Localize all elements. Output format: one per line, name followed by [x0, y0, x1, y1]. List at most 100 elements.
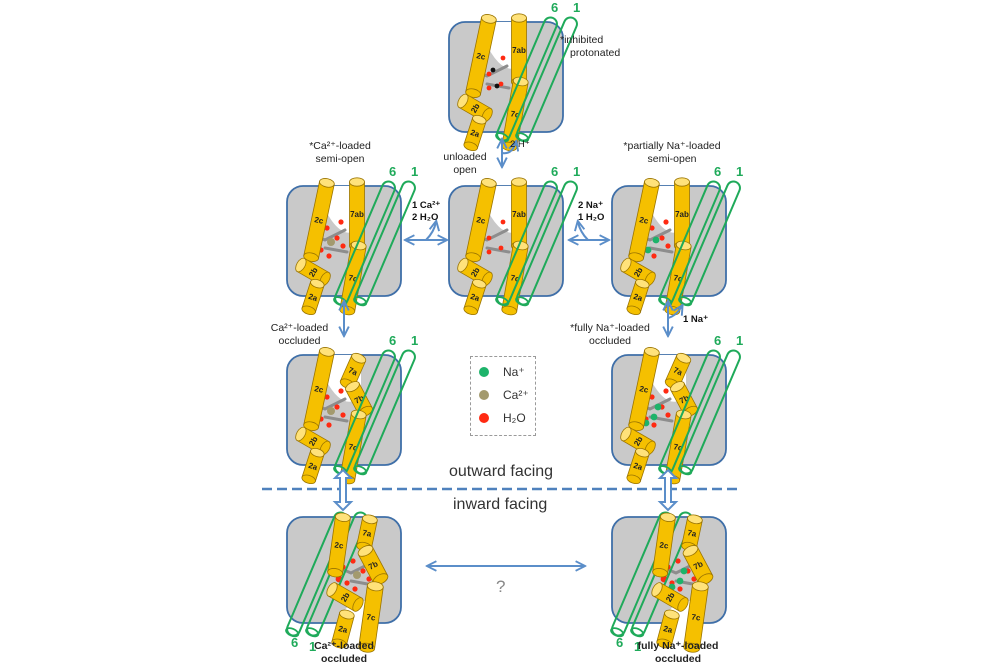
helix-7c: 7c: [683, 581, 709, 653]
tm6-label: 6: [714, 333, 721, 348]
label-line: 1 H₂O: [578, 212, 605, 223]
arrow-na-release: [578, 222, 589, 241]
helix-2c: 2c: [652, 512, 676, 578]
helix-label: 2a: [632, 292, 644, 303]
unknown-transition-label: ?: [496, 577, 506, 596]
na-ion: [676, 577, 684, 585]
helix-2a: 2a: [301, 447, 325, 485]
helix-label: 2b: [469, 266, 482, 279]
helix-label: 7c: [510, 273, 521, 284]
helix-7a: 7a: [681, 514, 703, 552]
label-line: Ca²⁺-loaded: [314, 640, 374, 652]
label-line: occluded: [320, 652, 368, 665]
helix-label: 2b: [632, 266, 645, 279]
helix-2c: 2c: [628, 347, 660, 431]
helix-7b: 7b: [357, 545, 389, 585]
helix-2b: 2b: [651, 582, 689, 612]
helix-label: 7c: [348, 273, 359, 284]
helix-label: 7b: [367, 559, 380, 571]
helix-label: 2c: [314, 384, 325, 395]
legend-item-na: Na⁺: [479, 364, 525, 380]
helix-2b: 2b: [295, 257, 331, 287]
proton: [494, 83, 500, 89]
water-molecule: [324, 225, 330, 231]
water-molecule: [675, 558, 681, 564]
helix-label: 2c: [314, 215, 325, 226]
helix-label: 2a: [469, 128, 481, 139]
label-line: fully Na⁺-loaded: [637, 640, 719, 652]
exchange-calcium-label: 1 Ca²⁺ 2 H₂O: [412, 200, 440, 224]
helix-label: 2c: [639, 215, 650, 226]
na-ion: [650, 413, 658, 421]
water-molecule: [498, 245, 504, 251]
helix-label: 2b: [307, 266, 320, 279]
state-label-na-occluded-out: *fully Na⁺-loaded occluded: [560, 322, 660, 347]
water-molecule: [360, 568, 366, 574]
arrow-na-single-release: [667, 306, 682, 319]
label-line: open: [453, 163, 477, 176]
water-molecule: [649, 394, 655, 400]
label-line: Ca²⁺-loaded: [270, 322, 329, 334]
tm-helix-1: [515, 180, 578, 307]
tm1-label: 1: [411, 333, 418, 348]
water-molecule: [486, 85, 492, 91]
water-molecule: [500, 55, 506, 61]
legend-item-ca: Ca²⁺: [479, 387, 529, 403]
helix-label: 7ab: [512, 210, 526, 219]
helix-7b: 7b: [670, 381, 698, 417]
tm6-label: 6: [551, 0, 558, 15]
ca-ion-icon: [479, 390, 489, 400]
water-molecule: [498, 81, 504, 87]
helix-label: 2a: [662, 624, 673, 635]
label-line: occluded: [278, 334, 321, 347]
tm6-label: 6: [714, 164, 721, 179]
ca-ion: [353, 571, 361, 579]
state-label-na-occluded-in: fully Na⁺-loaded occluded: [628, 640, 728, 665]
state-label-ca-occluded-out: Ca²⁺-loaded occluded: [262, 322, 337, 347]
helix-2c: 2c: [327, 512, 351, 578]
outward-inward-arrow-ca: [332, 468, 354, 512]
water-molecule: [649, 225, 655, 231]
water-molecule: [340, 412, 346, 418]
helix-label: 2b: [307, 435, 320, 448]
tm-helix-1: [353, 180, 416, 307]
helix-label: 2a: [632, 461, 644, 472]
tm1-label: 1: [411, 164, 418, 179]
na-ion-icon: [479, 367, 489, 377]
helix-7a: 7a: [339, 352, 367, 390]
state-label-na-partial-semi-open: *partially Na⁺-loaded semi-open: [612, 140, 732, 165]
state-label-inhibited: *inhibited protonated: [560, 34, 620, 59]
inward-facing-label: inward facing: [453, 496, 548, 513]
tm1-label: 1: [736, 333, 743, 348]
water-molecule: [486, 249, 492, 255]
water-molecule: [326, 253, 332, 259]
label-line: semi-open: [647, 152, 697, 165]
na-ion: [652, 236, 660, 244]
ca-ion: [327, 238, 335, 246]
helix-2c: 2c: [303, 178, 335, 262]
tm-helix-1: [678, 180, 741, 307]
helix-label: 7ab: [350, 210, 364, 219]
helix-label: 2c: [639, 384, 650, 395]
water-molecule: [334, 235, 340, 241]
outward-facing-label: outward facing: [449, 463, 554, 480]
legend-item-water: H₂O: [479, 410, 526, 426]
helix-7a: 7a: [664, 352, 692, 390]
helix-label: 2a: [469, 292, 481, 303]
state-label-ca-occluded-in: Ca²⁺-loaded occluded: [304, 640, 384, 665]
water-molecule: [344, 580, 350, 586]
label-line: *Ca²⁺-loaded: [309, 140, 371, 152]
water-molecule: [350, 558, 356, 564]
arrow-proton-release: [501, 142, 516, 155]
helix-label: 2a: [337, 624, 348, 635]
helix-label: 7ab: [675, 210, 689, 219]
tm1-label: 1: [573, 164, 580, 179]
tm1-label: 1: [573, 0, 580, 15]
